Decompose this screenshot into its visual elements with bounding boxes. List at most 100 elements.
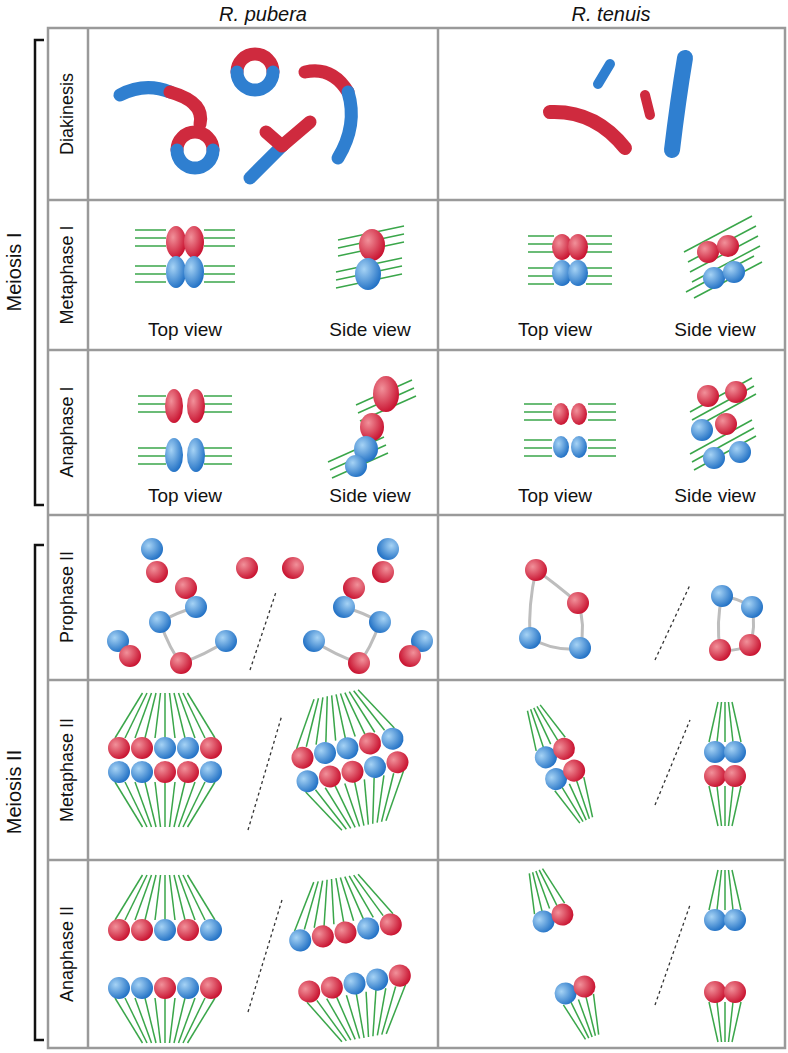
- chromosome: [187, 438, 205, 472]
- dashed-separator: [655, 905, 690, 1005]
- view-label: Side view: [674, 320, 755, 341]
- bracket: [35, 40, 44, 1040]
- row-label: Anaphase I: [58, 386, 78, 477]
- dashed-separator: [248, 715, 282, 830]
- bivalent: [568, 260, 588, 286]
- chromosome: [177, 737, 199, 759]
- spindle-fiber: [135, 245, 166, 247]
- chromosome: [571, 436, 587, 458]
- chromosome: [553, 381, 751, 469]
- bivalent: [355, 258, 381, 290]
- chromosome: [548, 900, 576, 928]
- spindle-fiber: [588, 455, 616, 457]
- row-label: Diakinesis: [58, 73, 78, 155]
- spindle-fiber: [586, 275, 612, 277]
- chromosome: [672, 58, 685, 150]
- chromosome: [709, 639, 731, 661]
- spindle-fiber: [588, 447, 616, 449]
- chromosome: [739, 634, 761, 656]
- chromosome: [715, 413, 737, 435]
- table-grid: [48, 199, 785, 202]
- view-label: Side view: [329, 320, 410, 341]
- phase-group-label: Meiosis II: [3, 750, 25, 834]
- chromosome: [310, 924, 335, 949]
- chromosome: [200, 737, 222, 759]
- spindle-fiber: [204, 229, 235, 231]
- column-header: R. tenuis: [572, 3, 651, 25]
- chromosome: [108, 977, 130, 999]
- spindle-fiber: [204, 281, 235, 283]
- bivalent: [184, 256, 204, 288]
- chromosome: [516, 864, 576, 936]
- chromosome: [560, 756, 589, 785]
- spindle-fiber: [204, 273, 235, 275]
- bivalent: [177, 150, 213, 168]
- chromosome: [334, 735, 360, 761]
- spindle-fiber: [204, 411, 232, 413]
- chromosome: [645, 95, 650, 115]
- chromosome: [525, 559, 547, 581]
- chromosome: [115, 693, 215, 738]
- view-label: Top view: [148, 486, 222, 507]
- table-grid: [48, 28, 785, 1048]
- chromosome: [107, 538, 258, 674]
- spindle-fiber: [524, 403, 552, 405]
- chromosome: [725, 381, 747, 403]
- spindle-fiber: [586, 283, 612, 285]
- spindle-fiber: [135, 237, 166, 239]
- chromosome: [704, 765, 726, 787]
- chromosome: [339, 759, 365, 785]
- chromosome: [131, 977, 153, 999]
- row-label: Anaphase II: [58, 906, 78, 1002]
- chromosome: [387, 963, 412, 988]
- spindle-fiber: [204, 403, 232, 405]
- chromosome: [296, 979, 321, 1004]
- bivalent: [120, 88, 170, 95]
- chromosome: [552, 972, 612, 1044]
- bivalent: [166, 226, 186, 258]
- chromosome: [355, 916, 380, 941]
- chromosome: [570, 972, 598, 1000]
- chromosome: [553, 436, 569, 458]
- spindle-fiber: [138, 395, 166, 397]
- spindle-fiber: [138, 411, 166, 413]
- chromosome: [571, 403, 587, 425]
- spindle-fiber: [690, 378, 752, 412]
- chromosome: [724, 741, 746, 763]
- spindle-fiber: [524, 411, 552, 413]
- dashed-separator: [248, 900, 282, 1012]
- bracket: [35, 40, 44, 505]
- chromosome: [519, 627, 541, 649]
- chromosome: [333, 920, 358, 945]
- chromosome: [709, 786, 741, 826]
- chromosome: [357, 730, 383, 756]
- chromosome: [724, 765, 746, 787]
- chromosome: [107, 538, 763, 674]
- spindle-fiber: [204, 237, 235, 239]
- bivalent: [166, 226, 385, 290]
- spindle-fiber: [524, 455, 552, 457]
- spindle-fiber: [204, 455, 232, 457]
- chromosome: [697, 385, 719, 407]
- spindle-fiber: [138, 463, 166, 465]
- spindle-fiber: [686, 256, 754, 292]
- chromosome: [294, 768, 320, 794]
- chromosome: [515, 699, 605, 829]
- chromosome: [154, 737, 176, 759]
- chromosome: [711, 585, 733, 607]
- dashed-separator: [655, 585, 690, 660]
- chromosome: [154, 761, 176, 783]
- chromosome: [319, 975, 344, 1000]
- chromosome: [378, 912, 403, 937]
- chromosome: [312, 740, 338, 766]
- spindle-fiber: [690, 236, 758, 272]
- column-header: R. pubera: [219, 3, 307, 25]
- chromosome: [729, 441, 751, 463]
- chromosome: [704, 981, 726, 1003]
- bivalent: [166, 256, 186, 288]
- spindle-fiber: [588, 411, 616, 413]
- chromosome: [704, 909, 726, 931]
- chromosome: [177, 919, 199, 941]
- chromosome: [154, 977, 176, 999]
